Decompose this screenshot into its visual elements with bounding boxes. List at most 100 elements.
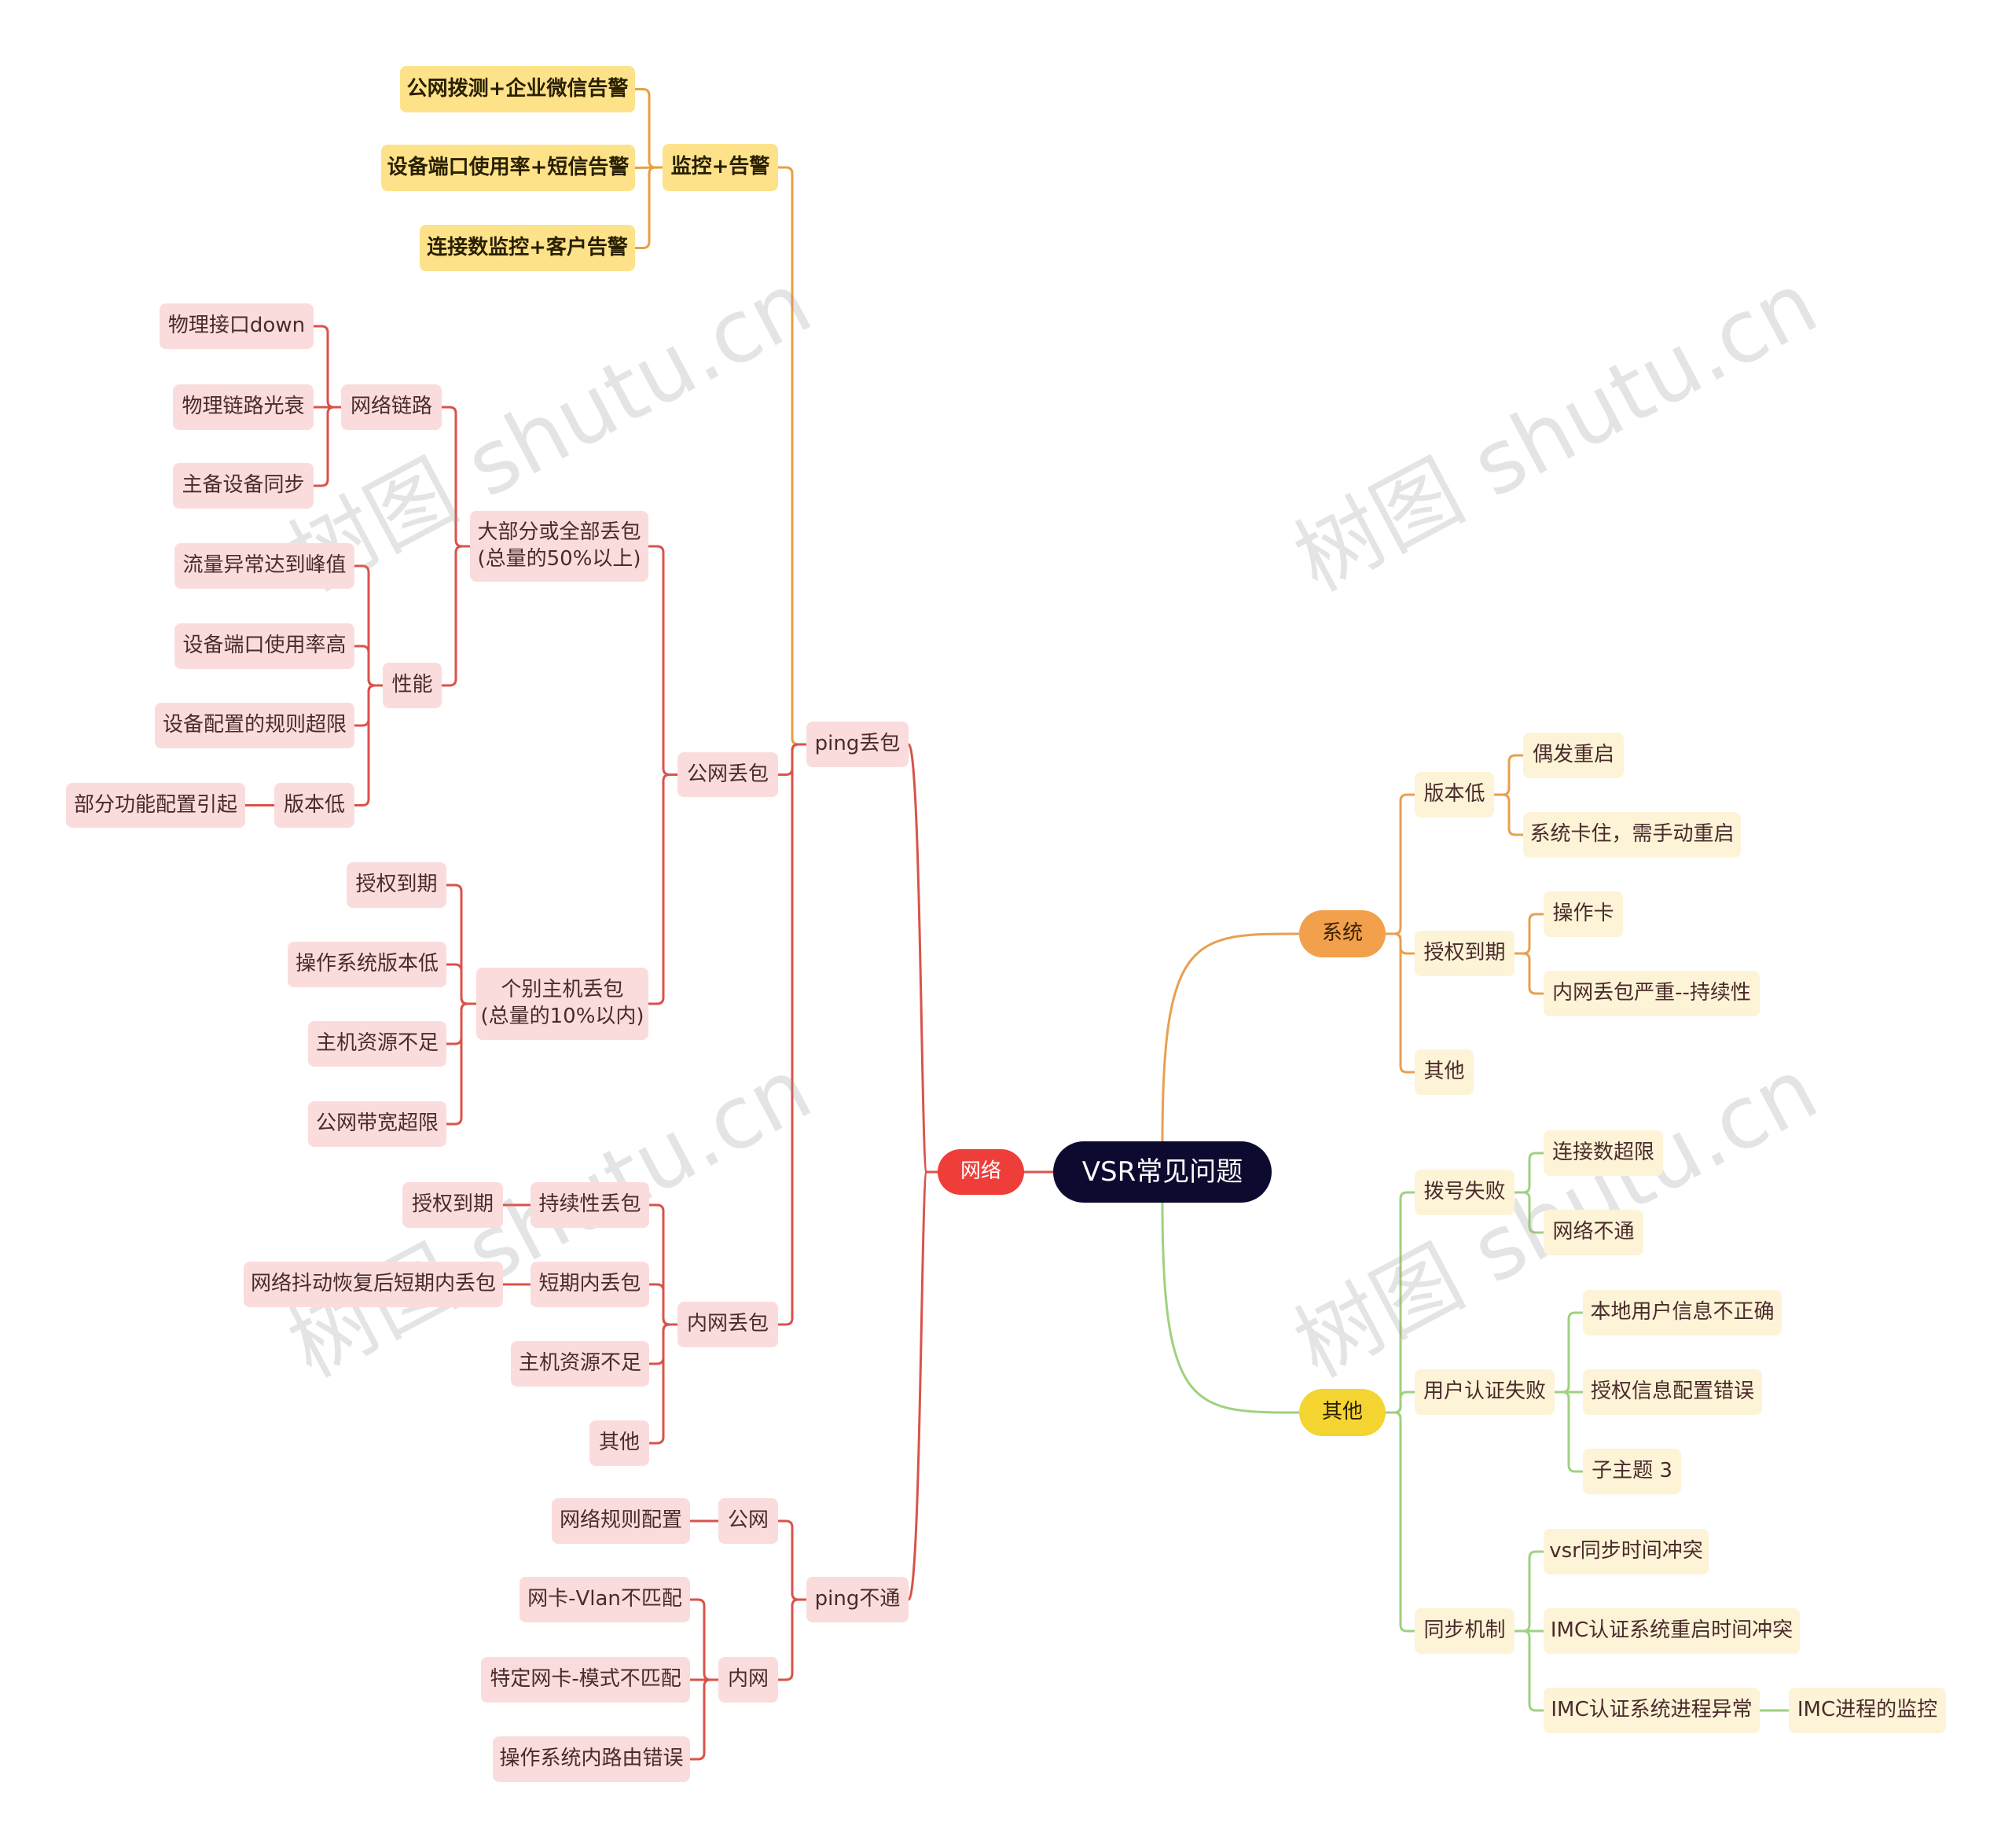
- topic-public-probe-alert[interactable]: 公网拨测+企业微信告警: [400, 66, 635, 112]
- topic-jitter-recovery-loss[interactable]: 网络抖动恢复后短期内丢包: [244, 1262, 503, 1307]
- connector-root-other: [1161, 1201, 1301, 1414]
- topic-os-version-low[interactable]: 操作系统版本低: [288, 942, 446, 987]
- topic-intranet-loss-severe[interactable]: 内网丢包严重--持续性: [1544, 971, 1760, 1016]
- topic-most-loss[interactable]: 大部分或全部丢包 (总量的50%以上): [470, 511, 648, 582]
- connector-n-mostloss: [647, 545, 679, 776]
- topic-imc-process-abnormal[interactable]: IMC认证系统进程异常: [1544, 1688, 1760, 1733]
- connector-n-sy1: [1513, 1550, 1545, 1633]
- topic-local-user-info[interactable]: 本地用户信息不正确: [1583, 1290, 1782, 1335]
- connector-n-authfail: [1384, 1391, 1416, 1414]
- topic-rule-config[interactable]: 网络规则配置: [552, 1498, 690, 1544]
- topic-ping-loss[interactable]: ping丢包: [806, 722, 909, 767]
- connector-n-intra: [777, 1598, 808, 1681]
- topic-short-term-loss[interactable]: 短期内丢包: [531, 1262, 649, 1307]
- topic-other-loss[interactable]: 其他: [589, 1420, 649, 1466]
- topic-license-expired-2[interactable]: 授权到期: [402, 1182, 503, 1228]
- topic-operation-lag[interactable]: 操作卡: [1544, 891, 1623, 937]
- connector-n-sa1: [1513, 913, 1545, 955]
- connector-n-sv1: [1492, 754, 1525, 796]
- topic-version-low[interactable]: 版本低: [274, 783, 354, 828]
- topic-system-other[interactable]: 其他: [1415, 1049, 1474, 1095]
- topic-auth-config-error[interactable]: 授权信息配置错误: [1583, 1369, 1762, 1415]
- topic-system[interactable]: 系统: [1299, 910, 1386, 957]
- topic-public-loss[interactable]: 公网丢包: [677, 752, 778, 797]
- connector-network-pingloss: [907, 743, 939, 1174]
- connector-n-s2: [445, 963, 478, 1005]
- connector-network-pingfail: [907, 1170, 939, 1601]
- connector-n-sa2: [1513, 952, 1545, 995]
- connector-n-i1: [688, 1598, 720, 1681]
- connector-n-sysother: [1384, 932, 1416, 1074]
- topic-other[interactable]: 其他: [1299, 1389, 1386, 1436]
- connector-n-m3: [633, 166, 664, 249]
- topic-bandwidth-limit[interactable]: 公网带宽超限: [308, 1101, 446, 1147]
- topic-network[interactable]: 网络: [938, 1149, 1024, 1195]
- topic-performance[interactable]: 性能: [383, 663, 442, 708]
- connector-n-s4: [445, 1002, 478, 1126]
- topic-connection-limit[interactable]: 连接数超限: [1544, 1130, 1663, 1176]
- connector-n-sysver: [1384, 793, 1416, 935]
- topic-intranet-loss[interactable]: 内网丢包: [677, 1302, 778, 1347]
- topic-monitor-alert[interactable]: 监控+告警: [663, 144, 778, 191]
- connector-n-sync: [1384, 1411, 1416, 1633]
- topic-network-link[interactable]: 网络链路: [341, 384, 442, 430]
- connector-n-l1: [312, 325, 343, 409]
- topic-system-license-expired[interactable]: 授权到期: [1415, 931, 1515, 976]
- connector-n-af1: [1553, 1311, 1584, 1394]
- connector-n-short: [648, 1283, 679, 1326]
- topic-rule-limit[interactable]: 设备配置的规则超限: [155, 703, 354, 748]
- topic-intranet[interactable]: 内网: [718, 1657, 778, 1703]
- topic-partial-config[interactable]: 部分功能配置引起: [66, 783, 245, 828]
- connector-n-sy3: [1513, 1629, 1545, 1712]
- topic-host-resource-low-2[interactable]: 主机资源不足: [511, 1341, 649, 1387]
- topic-host-resource-low[interactable]: 主机资源不足: [308, 1021, 446, 1067]
- topic-traffic-peak[interactable]: 流量异常达到峰值: [174, 543, 354, 589]
- topic-nic-mode-mismatch[interactable]: 特定网卡-模式不匹配: [481, 1657, 690, 1703]
- connector-n-i3: [688, 1678, 720, 1761]
- connector-n-perf: [440, 545, 472, 687]
- topic-network-unreachable[interactable]: 网络不通: [1544, 1210, 1643, 1255]
- connector-n-pub: [777, 1519, 808, 1601]
- topic-port-usage-high[interactable]: 设备端口使用率高: [174, 623, 354, 669]
- topic-connection-alert[interactable]: 连接数监控+客户告警: [420, 225, 635, 271]
- connector-n-d1: [1513, 1152, 1545, 1194]
- connector-n-sv2: [1492, 793, 1525, 836]
- connector-n-d2: [1513, 1191, 1545, 1234]
- topic-standby-sync[interactable]: 主备设备同步: [173, 463, 314, 509]
- topic-system-hang[interactable]: 系统卡住，需手动重启: [1523, 812, 1741, 858]
- connector-n-otherloss: [648, 1323, 679, 1445]
- topic-dial-failure[interactable]: 拨号失败: [1415, 1170, 1515, 1215]
- connector-n-p2: [353, 645, 384, 687]
- topic-random-reboot[interactable]: 偶发重启: [1523, 733, 1624, 778]
- connector-n-af3: [1553, 1391, 1584, 1473]
- topic-imc-restart-conflict[interactable]: IMC认证系统重启时间冲突: [1544, 1608, 1800, 1654]
- connector-n-someloss: [647, 773, 679, 1005]
- topic-auth-failure[interactable]: 用户认证失败: [1415, 1369, 1555, 1415]
- connector-n-intraloss: [777, 743, 808, 1326]
- connector-n-l3: [312, 406, 343, 487]
- topic-os-route-error[interactable]: 操作系统内路由错误: [493, 1736, 690, 1782]
- topic-vsr-sync-conflict[interactable]: vsr同步时间冲突: [1544, 1529, 1709, 1574]
- topic-subtopic-3[interactable]: 子主题 3: [1583, 1449, 1681, 1494]
- topic-license-expired[interactable]: 授权到期: [347, 862, 446, 908]
- connector-n-dial: [1384, 1191, 1416, 1414]
- topic-port-usage-alert[interactable]: 设备端口使用率+短信告警: [381, 145, 635, 191]
- connector-n-link: [440, 406, 472, 548]
- connector-n-m1: [633, 88, 664, 169]
- topic-persistent-loss[interactable]: 持续性丢包: [531, 1182, 649, 1228]
- topic-system-version-low[interactable]: 版本低: [1415, 772, 1494, 817]
- connector-n-verlow: [353, 684, 384, 806]
- connector-root-system: [1161, 932, 1301, 1143]
- topic-physical-interface-down[interactable]: 物理接口down: [160, 303, 314, 349]
- root-topic[interactable]: VSR常见问题: [1053, 1141, 1272, 1203]
- connector-n-monitor: [777, 166, 808, 746]
- topic-imc-process-monitor[interactable]: IMC进程的监控: [1789, 1688, 1946, 1733]
- topic-physical-link-attenuation[interactable]: 物理链路光衰: [173, 384, 314, 430]
- topic-public-net[interactable]: 公网: [718, 1498, 778, 1544]
- topic-ping-fail[interactable]: ping不通: [806, 1577, 909, 1622]
- topic-nic-vlan-mismatch[interactable]: 网卡-Vlan不匹配: [520, 1577, 690, 1622]
- topic-some-host-loss[interactable]: 个别主机丢包 (总量的10%以内): [476, 968, 648, 1040]
- topic-sync-mechanism[interactable]: 同步机制: [1415, 1608, 1515, 1654]
